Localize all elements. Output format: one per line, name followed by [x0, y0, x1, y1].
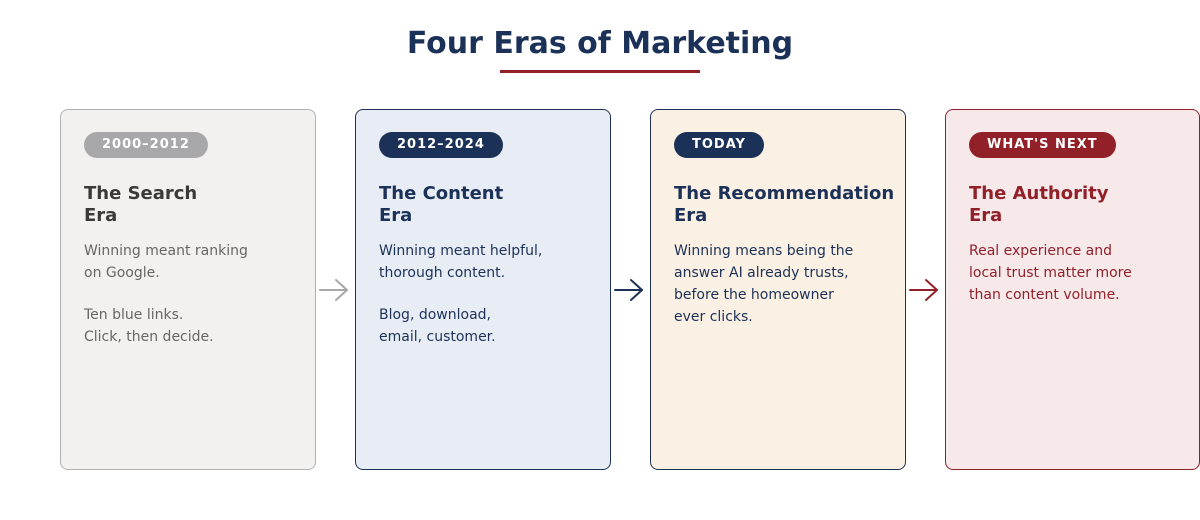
- era-text-line: Real experience and: [969, 243, 1113, 259]
- era-title: The Authority Era: [969, 183, 1108, 227]
- era-description: Real experience and local trust matter m…: [969, 240, 1132, 306]
- arrow-right-icon: [909, 279, 938, 301]
- era-card-search: 2000–2012 The Search Era Winning meant r…: [60, 109, 316, 470]
- title-underline: [500, 70, 700, 73]
- era-text-line: email, customer.: [379, 329, 496, 345]
- era-paragraph: Ten blue links. Click, then decide.: [84, 304, 248, 348]
- era-badge: WHAT'S NEXT: [969, 132, 1116, 158]
- era-card-recommendation: TODAY The Recommendation Era Winning mea…: [650, 109, 906, 470]
- era-text-line: Ten blue links.: [84, 307, 184, 323]
- era-title-line: The Recommendation: [674, 183, 895, 204]
- arrow-right-icon: [614, 279, 643, 301]
- era-title-line: The Search: [84, 183, 198, 204]
- era-description: Winning meant ranking on Google. Ten blu…: [84, 240, 248, 348]
- era-title-line: The Content: [379, 183, 504, 204]
- era-title: The Content Era: [379, 183, 503, 227]
- page-title: Four Eras of Marketing: [406, 26, 794, 61]
- era-title-line: Era: [969, 205, 1003, 226]
- era-title-line: Era: [84, 205, 118, 226]
- era-badge: 2000–2012: [84, 132, 208, 158]
- era-badge: TODAY: [674, 132, 764, 158]
- era-badge: 2012–2024: [379, 132, 503, 158]
- era-text-line: thorough content.: [379, 265, 506, 281]
- era-title: The Recommendation Era: [674, 183, 894, 227]
- era-text-line: on Google.: [84, 265, 160, 281]
- era-title-line: Era: [379, 205, 413, 226]
- era-text-line: local trust matter more: [969, 265, 1132, 281]
- era-paragraph: Winning means being the answer AI alread…: [674, 240, 853, 328]
- era-paragraph: Winning meant ranking on Google.: [84, 240, 248, 284]
- era-title-line: Era: [674, 205, 708, 226]
- era-paragraph: Blog, download, email, customer.: [379, 304, 542, 348]
- era-text-line: Blog, download,: [379, 307, 491, 323]
- era-text-line: before the homeowner: [674, 287, 834, 303]
- era-card-authority: WHAT'S NEXT The Authority Era Real exper…: [945, 109, 1200, 470]
- era-title-line: The Authority: [969, 183, 1109, 204]
- era-title: The Search Era: [84, 183, 197, 227]
- era-paragraph: Winning meant helpful, thorough content.: [379, 240, 542, 284]
- era-text-line: Winning means being the: [674, 243, 854, 259]
- era-text-line: answer AI already trusts,: [674, 265, 849, 281]
- era-text-line: Winning meant ranking: [84, 243, 248, 259]
- era-description: Winning means being the answer AI alread…: [674, 240, 853, 328]
- era-card-content: 2012–2024 The Content Era Winning meant …: [355, 109, 611, 470]
- era-description: Winning meant helpful, thorough content.…: [379, 240, 542, 348]
- era-text-line: Winning meant helpful,: [379, 243, 543, 259]
- era-paragraph: Real experience and local trust matter m…: [969, 240, 1132, 306]
- arrow-right-icon: [319, 279, 348, 301]
- era-text-line: than content volume.: [969, 287, 1120, 303]
- era-text-line: ever clicks.: [674, 309, 753, 325]
- era-text-line: Click, then decide.: [84, 329, 214, 345]
